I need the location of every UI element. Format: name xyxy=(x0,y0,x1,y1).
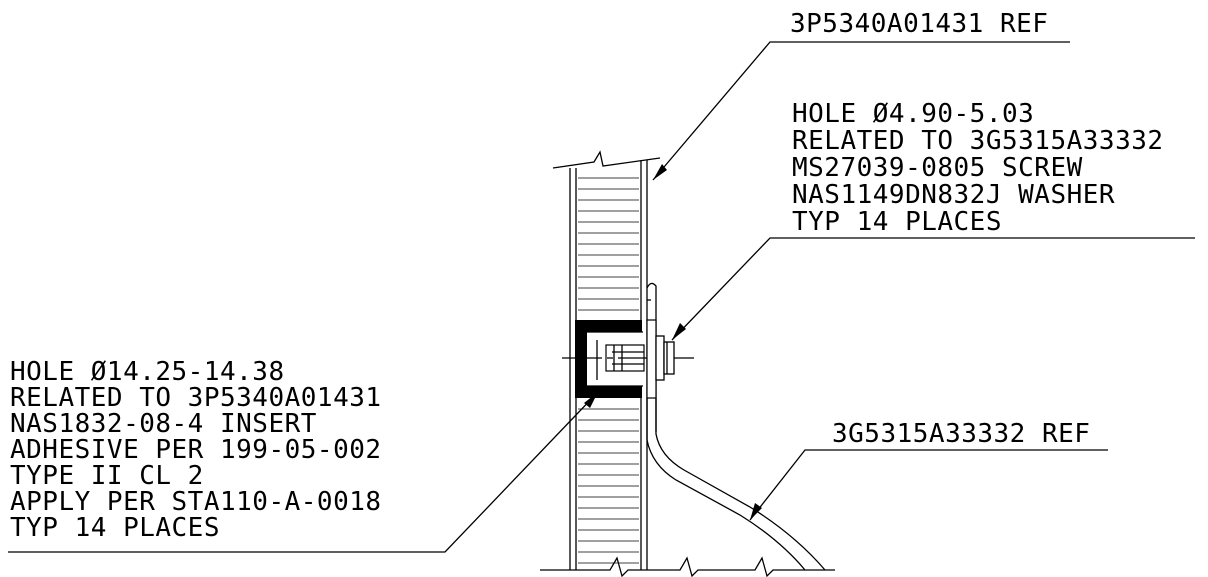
hole-large-line-1: RELATED TO 3P5340A01431 xyxy=(10,383,382,413)
hole-large-line-2: NAS1832-08-4 INSERT xyxy=(10,409,317,439)
leader-lines xyxy=(8,41,1195,553)
callout-hole-large: HOLE Ø14.25-14.38 RELATED TO 3P5340A0143… xyxy=(10,357,382,543)
hole-small-line-1: RELATED TO 3G5315A33332 xyxy=(792,126,1164,156)
hole-small-line-3: NAS1149DN832J WASHER xyxy=(792,180,1115,210)
hole-large-line-5: APPLY PER STA110-A-0018 xyxy=(10,487,382,517)
hole-small-line-4: TYP 14 PLACES xyxy=(792,207,1002,237)
top-break-line xyxy=(552,150,661,169)
hole-large-line-3: ADHESIVE PER 199-05-002 xyxy=(10,435,382,465)
honeycomb-panel xyxy=(552,150,661,570)
bottom-break-line xyxy=(540,556,835,577)
bracket xyxy=(646,282,826,571)
hole-large-line-6: TYP 14 PLACES xyxy=(10,513,220,543)
core-hatch xyxy=(578,177,639,564)
hole-large-line-4: TYPE II CL 2 xyxy=(10,461,204,491)
hole-small-line-2: MS27039-0805 SCREW xyxy=(792,153,1083,183)
bottom-ref-line-0: 3G5315A33332 REF xyxy=(832,419,1090,449)
callout-hole-small: HOLE Ø4.90-5.03 RELATED TO 3G5315A33332 … xyxy=(792,99,1164,237)
top-ref-line-0: 3P5340A01431 REF xyxy=(790,9,1048,39)
insert-assembly xyxy=(562,320,694,398)
hole-small-line-0: HOLE Ø4.90-5.03 xyxy=(792,99,1034,129)
callout-top-ref: 3P5340A01431 REF xyxy=(790,9,1048,39)
callout-bottom-ref: 3G5315A33332 REF xyxy=(832,419,1090,449)
hole-large-line-0: HOLE Ø14.25-14.38 xyxy=(10,357,285,387)
